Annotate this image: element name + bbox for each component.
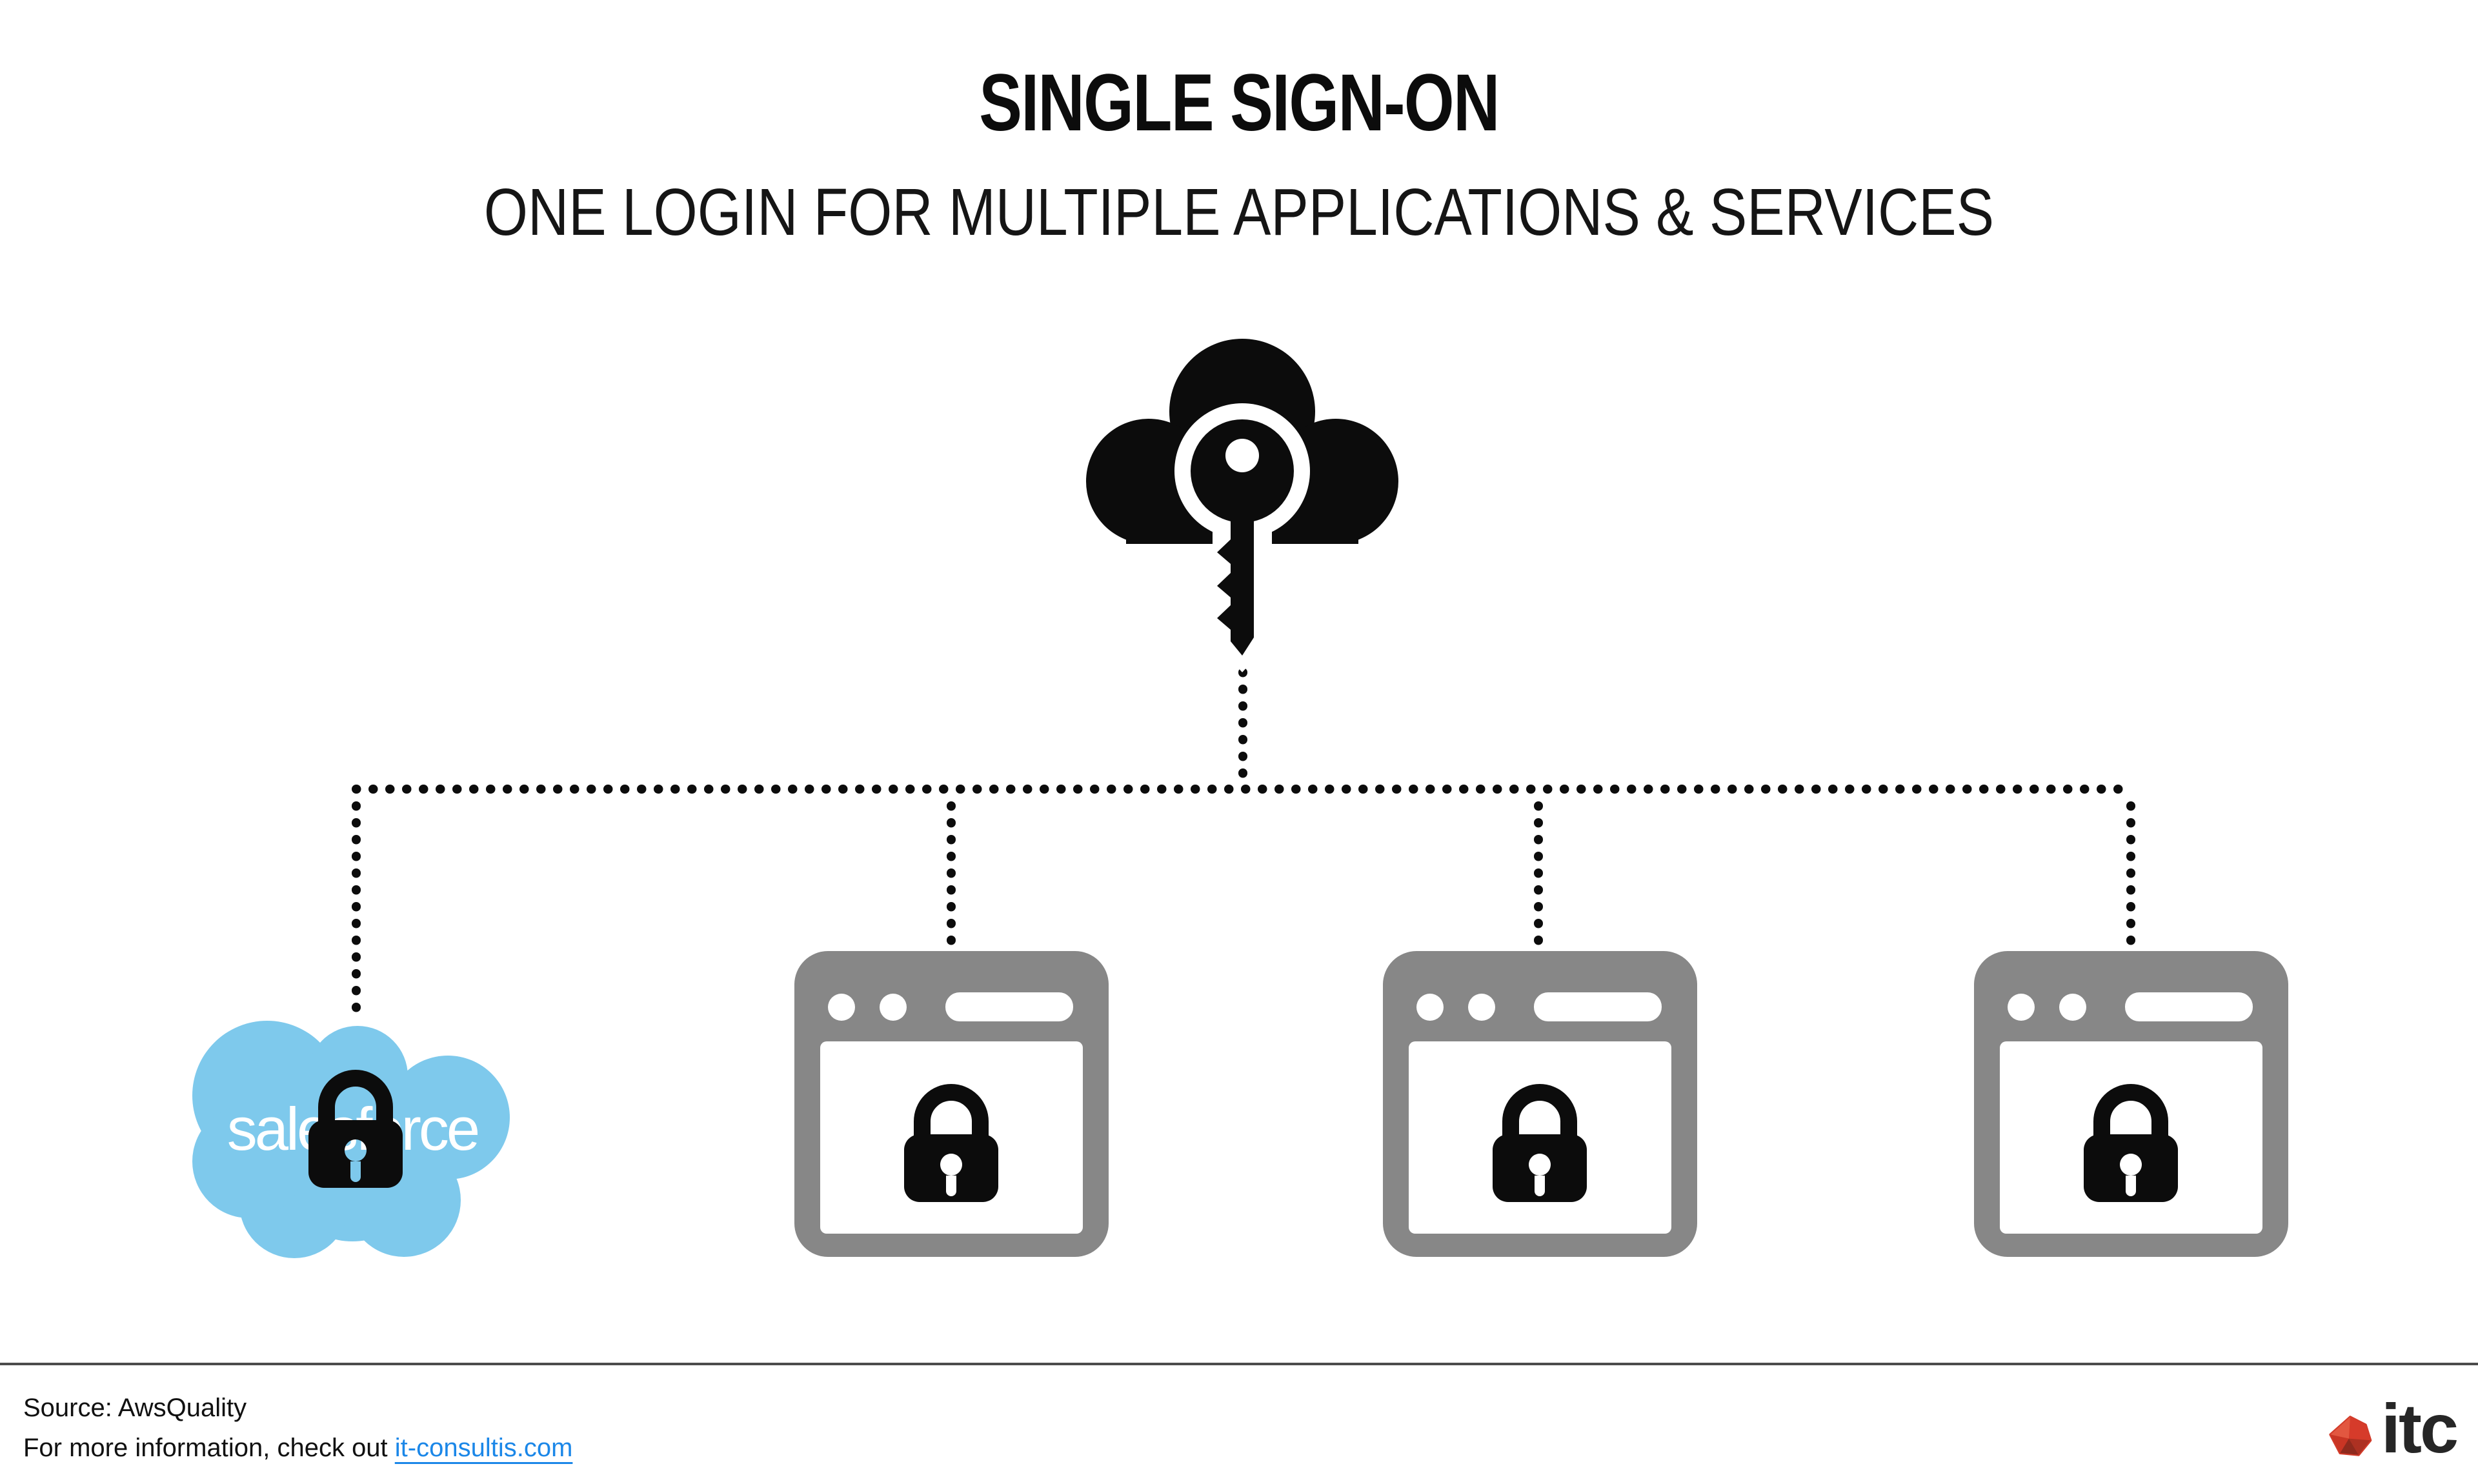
itc-logo: itc [2324, 1387, 2466, 1478]
source-credit: Source: AwsQuality [23, 1394, 247, 1422]
page-subtitle: ONE LOGIN FOR MULTIPLE APPLICATIONS & SE… [483, 175, 1995, 249]
salesforce-cloud-lock-icon: salesforce [192, 1021, 510, 1258]
address-bar [2125, 992, 2253, 1021]
browser-window-lock-icon [1974, 951, 2288, 1257]
itc-gem-icon [2329, 1416, 2372, 1456]
window-dot [880, 994, 907, 1021]
browser-window-lock-icon [1383, 951, 1697, 1257]
footer-divider [0, 1363, 2478, 1365]
page-title: SINGLE SIGN-ON [979, 58, 1500, 148]
window-dot [1416, 994, 1444, 1021]
it-consultis-link[interactable]: it-consultis.com [394, 1434, 573, 1462]
browser-window-lock-icon [794, 951, 1109, 1257]
window-dot [1468, 994, 1495, 1021]
footer-info: For more information, check out it-consu… [23, 1434, 572, 1463]
cloud-key-icon [1086, 339, 1398, 672]
address-bar [1534, 992, 1662, 1021]
window-dot [2059, 994, 2086, 1021]
window-dot [828, 994, 855, 1021]
address-bar [945, 992, 1073, 1021]
itc-logo-text: itc [2381, 1389, 2459, 1467]
window-dot [2008, 994, 2035, 1021]
footer-info-text: For more information, check out [23, 1434, 395, 1462]
